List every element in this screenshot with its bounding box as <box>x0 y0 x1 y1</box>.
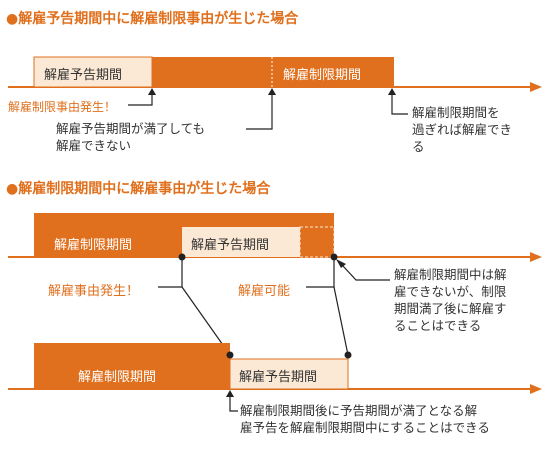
timeline-arrowhead-3 <box>530 384 542 394</box>
section2-bottom-note-line2: 雇予告を解雇制限期間中にすることはできる <box>240 420 490 435</box>
event-marker-1 <box>148 88 156 95</box>
dot-3-left <box>226 351 234 359</box>
section1-title: ●解雇予告期間中に解雇制限事由が生じた場合 <box>6 11 299 27</box>
restriction-period-bar-1 <box>152 57 394 87</box>
section1-left-note-line2: 解雇できない <box>56 138 132 153</box>
section2-event-label: 解雇事由発生！ <box>48 284 140 299</box>
section2-bottom-note: 解雇制限期間後に予告期間が満了となる解 雇予告を解雇制限期間中にすることはできる <box>240 402 545 436</box>
note-arrow-2 <box>336 259 346 268</box>
notice-period-box-2 <box>182 227 300 257</box>
section1-event-label: 解雇制限事由発生！ <box>8 100 117 114</box>
section2-bar2-restriction-label: 解雇制限期間 <box>78 370 157 385</box>
section2-bar1-notice-label: 解雇予告期間 <box>191 238 270 253</box>
section1-notice-label: 解雇予告期間 <box>44 68 123 83</box>
section1-right-note: 解雇制限期間を 過ぎれば解雇でき る <box>412 104 542 155</box>
notice-end-connector-1 <box>246 95 273 130</box>
section1-right-note-line3: る <box>412 139 425 154</box>
event-connector-1 <box>128 95 153 106</box>
section2-bar1-restriction-label: 解雇制限期間 <box>54 238 133 253</box>
section2-right-note-line4: ることはできる <box>394 318 482 333</box>
restriction-end-marker-1 <box>388 88 396 95</box>
section1-right-note-line1: 解雇制限期間を <box>412 105 500 120</box>
section1-restriction-label: 解雇制限期間 <box>283 68 362 83</box>
note-connector-2 <box>342 265 390 281</box>
section2-bar2-notice-label: 解雇予告期間 <box>239 370 318 385</box>
restriction-period-bar-3 <box>34 343 230 389</box>
section1-left-note-line1: 解雇予告期間が満了しても <box>56 121 206 136</box>
section2-right-note: 解雇制限期間中は解 雇できないが、制限 期間満了後に解雇す ることはできる <box>394 266 544 334</box>
timeline-arrowhead-1 <box>530 82 542 92</box>
diagonal-right <box>333 286 349 356</box>
section2-title: ●解雇制限期間中に解雇事由が生じた場合 <box>6 181 271 197</box>
bottom-connector-3 <box>229 397 238 412</box>
restriction-end-connector-1 <box>391 95 408 115</box>
event-connector-2 <box>158 257 183 288</box>
section2-bottom-note-line1: 解雇制限期間後に予告期間が満了となる解 <box>240 403 478 418</box>
section2-right-note-line2: 雇できないが、制限 <box>394 284 507 299</box>
notice-extension-box-2 <box>299 226 335 258</box>
possible-connector-2 <box>306 257 335 288</box>
notice-end-marker-1 <box>268 88 276 95</box>
section1-right-note-line2: 過ぎれば解雇でき <box>412 122 513 137</box>
section2-right-note-line3: 期間満了後に解雇す <box>394 301 507 316</box>
section2-right-note-line1: 解雇制限期間中は解 <box>394 267 507 282</box>
section2-possible-label: 解雇可能 <box>238 284 291 299</box>
notice-period-box-1 <box>33 56 153 88</box>
dot-3-right <box>344 351 352 359</box>
notice-period-box-3 <box>229 358 349 390</box>
section1-left-note: 解雇予告期間が満了しても 解雇できない <box>56 120 256 154</box>
timeline-arrowhead-2 <box>530 252 542 262</box>
bottom-marker-3 <box>226 390 234 397</box>
